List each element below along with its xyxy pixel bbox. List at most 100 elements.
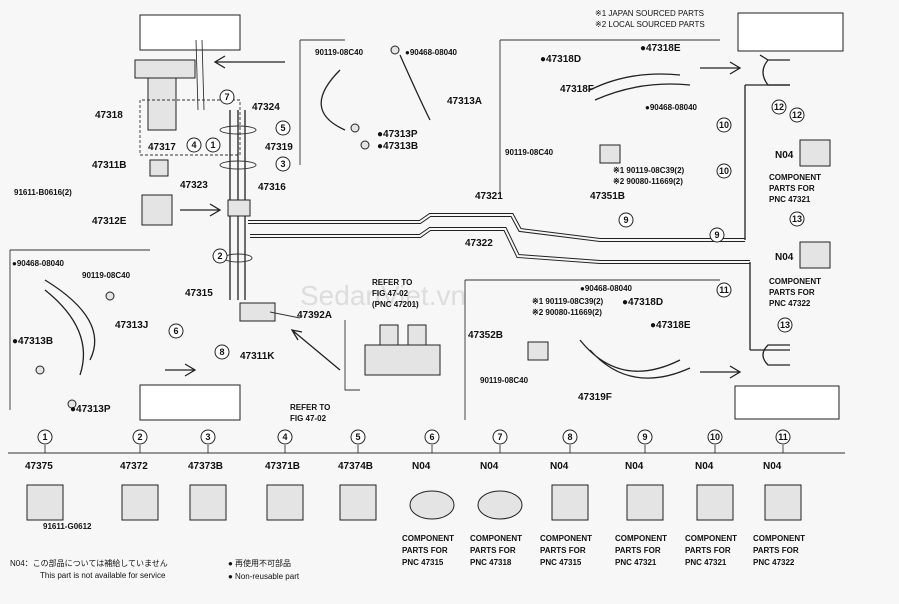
part-label: 47352B xyxy=(468,330,503,341)
part-label: PARTS FOR xyxy=(769,184,815,193)
callout-12b: 12 xyxy=(789,107,805,123)
diagram-shape xyxy=(105,291,115,301)
part-label: 90119-08C40 xyxy=(82,271,131,280)
part-label: ●47318D xyxy=(622,297,663,308)
part-label: COMPONENT xyxy=(769,173,821,182)
bottom-part-subnumber: 91611-G0612 xyxy=(43,522,92,531)
part-label: ●90468-08040 xyxy=(12,259,65,268)
diagram-shape xyxy=(299,39,345,165)
note-nonreusable-jp: ● 再使用不可部品 xyxy=(228,558,291,568)
u-connector-bottom xyxy=(762,344,790,366)
diagram-shape xyxy=(219,160,257,170)
part-label: 47351B xyxy=(590,191,625,202)
part-label: 9 xyxy=(714,230,719,240)
bottom-part-number: N04 xyxy=(625,461,644,472)
ref-box-top-right xyxy=(737,12,844,52)
part-label: 47312E xyxy=(92,216,127,227)
bottom-part-number: 47373B xyxy=(188,461,223,472)
part-label: 9 xyxy=(623,215,628,225)
diagram-shape xyxy=(350,429,366,445)
part-label: 11 xyxy=(719,285,729,295)
bottom-component-text: PNC 47318 xyxy=(470,558,512,567)
ref-box-top-left xyxy=(139,14,241,51)
bottom-part-number: 47374B xyxy=(338,461,373,472)
flex-hose-47319F xyxy=(579,339,691,379)
note-n04-en: This part is not available for service xyxy=(40,571,166,580)
diagram-shape xyxy=(771,99,787,115)
diagram-shape xyxy=(390,45,400,55)
callout-13b: 13 xyxy=(777,317,793,333)
part-label: 10 xyxy=(719,120,729,130)
part-label: 91611-B0616(2) xyxy=(14,188,72,197)
part-label: 47319 xyxy=(265,142,293,153)
diagram-shape xyxy=(562,429,578,445)
part-label: 47318F xyxy=(560,84,594,95)
bottom-part-2: 2 47372 xyxy=(120,429,159,521)
callout-10b: 10 xyxy=(716,163,732,179)
part-label: 47311K xyxy=(240,351,275,362)
diagram-shape xyxy=(492,429,508,445)
bottom-component-text: PARTS FOR xyxy=(540,546,586,555)
part-label: ●47313B xyxy=(12,336,53,347)
bottom-callout-number: 4 xyxy=(282,432,287,442)
diagram-shape xyxy=(777,317,793,333)
diagram-shape xyxy=(186,137,202,153)
part-label: 13 xyxy=(792,214,802,224)
part-label: ●47318E xyxy=(650,320,691,331)
part-label: 47321 xyxy=(475,191,503,202)
part-label: 90119-08C40 xyxy=(315,48,364,57)
diagram-shape xyxy=(599,144,621,164)
bottom-part-number: 47372 xyxy=(120,461,148,472)
diagram-shape xyxy=(67,399,77,409)
part-47311K xyxy=(239,302,276,322)
diagram-shape xyxy=(775,429,791,445)
arrow-mid-left xyxy=(165,363,197,377)
diagram-shape xyxy=(269,311,301,319)
diagram-shape xyxy=(799,241,831,269)
bottom-callout-number: 7 xyxy=(497,432,502,442)
diagram-shape xyxy=(379,324,399,346)
part-label: ※2 90080-11669(2) xyxy=(532,308,602,317)
part-label: 47313J xyxy=(115,320,148,331)
part-label: 8 xyxy=(219,347,224,357)
part-label: 47324 xyxy=(252,102,280,113)
bottom-part-drawing xyxy=(696,484,734,521)
bottom-part-drawing xyxy=(409,490,455,520)
part-label: PNC 47321 xyxy=(769,195,811,204)
bottom-callout-number: 6 xyxy=(429,432,434,442)
callout-9a: 9 xyxy=(618,212,634,228)
note-n04-jp: N04：この部品については補給していません xyxy=(10,558,168,568)
part-label: 47316 xyxy=(258,182,286,193)
part-label: PARTS FOR xyxy=(769,288,815,297)
part-label: 4 xyxy=(191,140,196,150)
part-label: 47392A xyxy=(297,310,332,321)
bottom-component-text: PARTS FOR xyxy=(685,546,731,555)
diagram-shape xyxy=(37,429,53,445)
bottom-component-text: PARTS FOR xyxy=(753,546,799,555)
diagram-shape xyxy=(248,214,745,241)
bottom-callout-number: 2 xyxy=(137,432,142,442)
bottom-part-drawing xyxy=(477,490,523,520)
part-label: 47318 xyxy=(95,110,123,121)
part-label: ●47313P xyxy=(377,129,418,140)
diagram-shape xyxy=(424,429,440,445)
part-label: 13 xyxy=(780,320,790,330)
bottom-callout-number: 9 xyxy=(642,432,647,442)
ref-box-bottom-right xyxy=(734,385,840,420)
diagram-shape xyxy=(745,84,790,351)
bottom-component-text: COMPONENT xyxy=(753,534,805,543)
part-label: ●47313B xyxy=(377,141,418,152)
part-label: 1 xyxy=(210,140,215,150)
bottom-component-text: PNC 47315 xyxy=(540,558,582,567)
part-label: ●90468-08040 xyxy=(645,103,698,112)
part-label: ※1 90119-08C39(2) xyxy=(613,166,685,175)
bottom-callout-number: 1 xyxy=(42,432,47,442)
diagram-shape xyxy=(227,199,251,217)
part-label: 47319F xyxy=(578,392,612,403)
part-label: FIG 47-02 xyxy=(290,414,327,423)
